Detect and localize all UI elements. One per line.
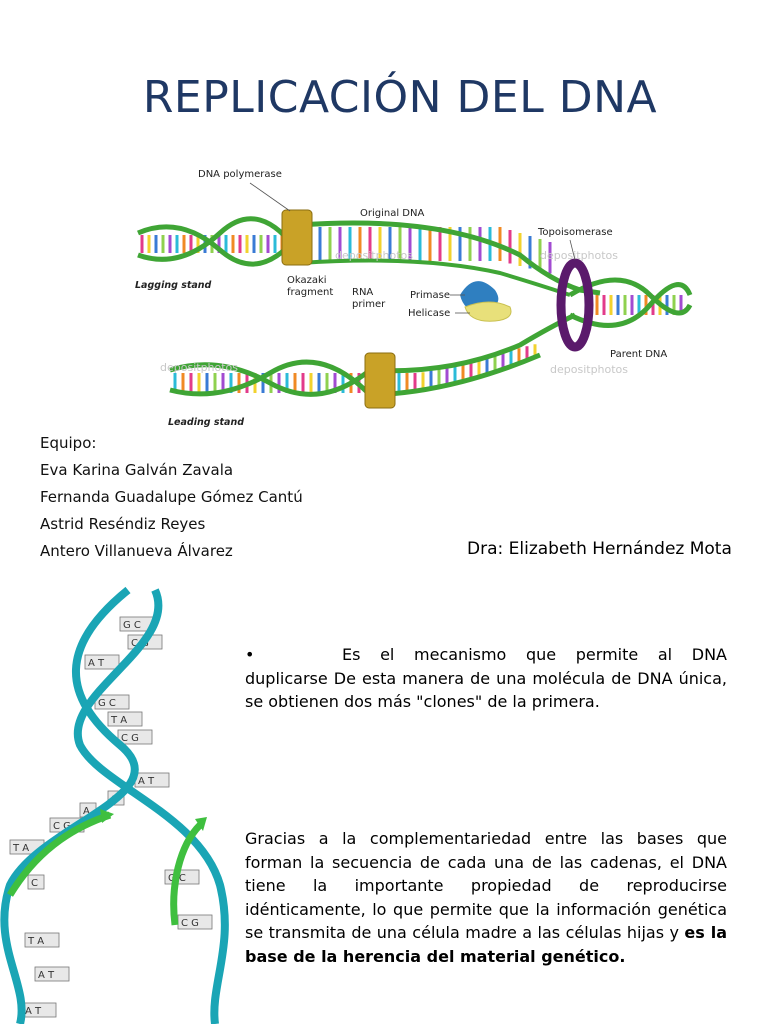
team-member: Eva Karina Galván Zavala [40, 461, 234, 479]
watermark-1: depositphotos [335, 249, 413, 262]
topoisomerase-ring [556, 258, 594, 352]
base-pair-tag [107, 711, 143, 727]
base-pair-tag [84, 654, 120, 670]
label-primase: Primase [410, 290, 450, 301]
base-pair-label: A T [88, 658, 105, 669]
label-leading: Leading stand [168, 417, 244, 428]
new-strand-right [170, 822, 203, 926]
bullet-text: Es el mecanismo que permite al DNA dupli… [245, 645, 727, 711]
lagging-backbone-2 [137, 216, 303, 262]
label-okazaki-2: fragment [287, 287, 333, 298]
label-dna-polymerase: DNA polymerase [198, 169, 282, 180]
base-pair-label: G C [98, 698, 116, 709]
base-pair-label: T A [27, 936, 44, 947]
professor-name: Dra: Elizabeth Hernández Mota [467, 539, 732, 559]
team-heading: Equipo: [40, 434, 97, 452]
label-rna-2: primer [352, 299, 386, 310]
heredity-paragraph: Gracias a la complementariedad entre las… [245, 827, 727, 968]
watermark-2: depositphotos [540, 249, 618, 262]
parent-backbone-1 [568, 277, 693, 316]
base-pair-label: C [31, 878, 38, 889]
base-pair-label: T A [12, 843, 29, 854]
base-pair-label: A T [25, 1006, 42, 1017]
base-pair-label: A T [138, 776, 155, 787]
base-pair-tag [34, 966, 70, 982]
base-pair-label: A [83, 806, 90, 817]
team-member: Astrid Reséndiz Reyes [40, 515, 206, 533]
strand-arrow-right [195, 817, 207, 831]
okazaki-strand [299, 258, 571, 297]
label-parent-dna: Parent DNA [610, 349, 667, 360]
leading-backbone-2 [169, 352, 541, 398]
parent-backbone-2 [568, 282, 693, 328]
base-pair-tag [27, 874, 45, 890]
helicase-shape [464, 301, 512, 322]
label-rna-1: RNA [352, 287, 373, 298]
base-pair-label: C G [181, 918, 199, 929]
base-pair-tag [117, 729, 153, 745]
base-pair-label: G C [123, 620, 141, 631]
team-member: Antero Villanueva Álvarez [40, 542, 233, 560]
slide-title: REPLICACIÓN DEL DNA [142, 72, 658, 123]
strand-arrow-left [100, 809, 114, 823]
bullet-marker: • [245, 645, 255, 664]
team-member: Fernanda Guadalupe Gómez Cantú [40, 488, 303, 506]
dna-polymerase-leading [364, 352, 396, 409]
base-pair-label: T A [110, 715, 127, 726]
heredity-text: Gracias a la complementariedad entre las… [245, 829, 727, 942]
heredity-bold-text: es la base de la herencia del material g… [245, 923, 727, 966]
watermark-4: depositphotos [550, 363, 628, 376]
dna-polymerase-lagging [281, 209, 313, 266]
base-pair-label: A T [38, 970, 55, 981]
helix-backbone-2 [73, 588, 229, 1024]
base-pair-label: C G [121, 733, 139, 744]
new-strand-left [6, 811, 112, 897]
label-okazaki-1: Okazaki [287, 275, 327, 286]
label-helicase: Helicase [408, 308, 450, 319]
label-lagging: Lagging stand [135, 280, 212, 291]
label-original-dna: Original DNA [360, 208, 424, 219]
team-list: Equipo: Eva Karina Galván Zavala Fernand… [40, 430, 303, 565]
label-topoisomerase: Topoisomerase [537, 227, 613, 238]
bullet-paragraph: •Es el mecanismo que permite al DNA dupl… [245, 643, 727, 714]
base-pair-label: C G [53, 821, 71, 832]
watermark-3: depositphotos [160, 361, 238, 374]
helix-backbone-1 [0, 586, 139, 1024]
lagging-backbone-1 [137, 224, 302, 267]
dna-replication-diagram: depositphotos depositphotos depositphoto… [135, 169, 693, 428]
base-pair-tag [24, 932, 60, 948]
